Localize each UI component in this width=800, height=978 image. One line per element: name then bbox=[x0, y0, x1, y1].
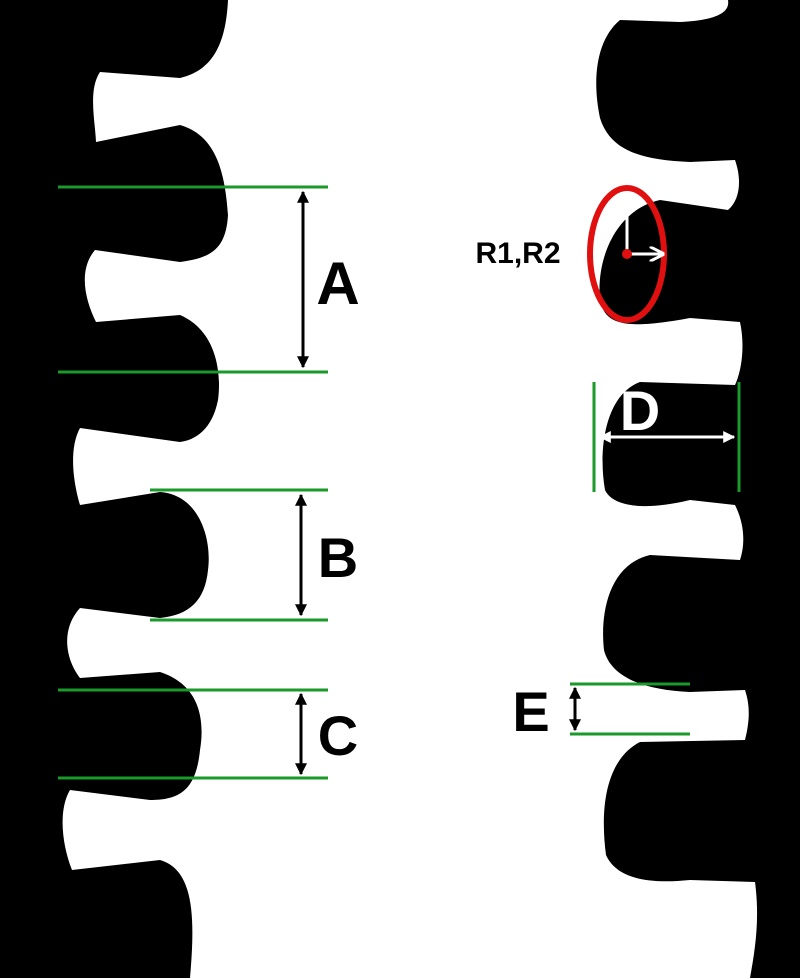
label-b: B bbox=[318, 526, 358, 589]
guide-lines bbox=[58, 185, 741, 780]
label-a: A bbox=[316, 250, 359, 317]
right-structure bbox=[596, 0, 800, 978]
ellipse-center bbox=[622, 249, 632, 259]
label-c: C bbox=[318, 704, 358, 767]
label-d: D bbox=[620, 379, 660, 442]
radius-ellipse-group bbox=[587, 185, 667, 323]
left-structure bbox=[0, 0, 228, 978]
label-r1-r2: R1,R2 bbox=[475, 237, 560, 270]
label-e: E bbox=[512, 680, 549, 743]
dimension-arrows bbox=[295, 190, 581, 776]
